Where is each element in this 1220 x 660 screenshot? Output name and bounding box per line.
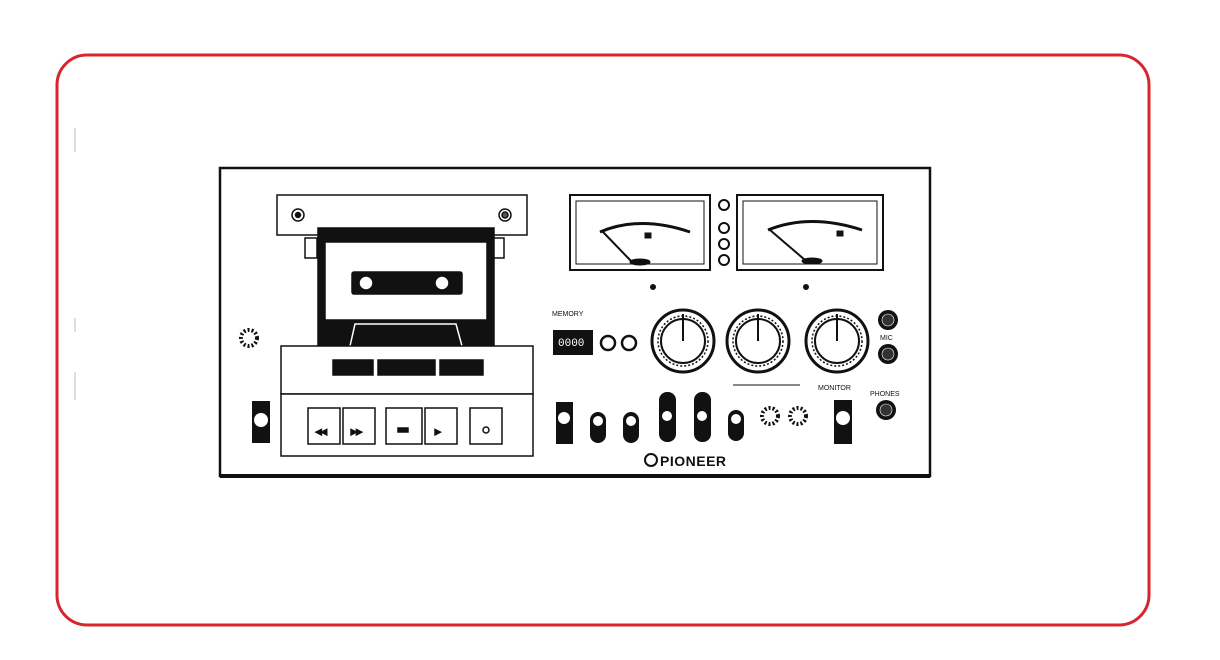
jack-ring (881, 347, 895, 361)
power-switch[interactable] (252, 401, 270, 443)
meter-button[interactable] (718, 222, 730, 234)
tape-select-knob[interactable] (239, 328, 259, 348)
indicator-dot (803, 284, 809, 290)
pioneer-logo: PIONEER (644, 453, 727, 469)
memory-stop-button[interactable] (620, 334, 638, 352)
dolby-switch[interactable] (728, 410, 744, 441)
cassette-tape (317, 227, 495, 347)
tape-counter: 0000 (553, 330, 593, 355)
meter-button[interactable] (718, 238, 730, 250)
jack-ring (879, 403, 893, 417)
bias-knob[interactable] (760, 406, 780, 426)
rewind-button[interactable]: ◀◀ (307, 407, 341, 445)
memory-label: MEMORY (552, 311, 584, 318)
stop-button[interactable] (385, 407, 423, 445)
monitor-switch[interactable] (834, 400, 852, 444)
cassette-compartment (276, 194, 534, 457)
tape-selector-switch[interactable] (694, 392, 711, 442)
transport-buttons: ◀◀ ▶▶ ▶ (307, 407, 503, 445)
input-level-knob-right[interactable] (725, 308, 791, 374)
eq-knob[interactable] (788, 406, 808, 426)
input-level-knob-left[interactable] (650, 308, 716, 374)
counter-value: 0000 (558, 338, 584, 350)
vu-meter-right (736, 194, 884, 271)
brand-name: PIONEER (660, 453, 727, 469)
meter-mode-buttons (718, 199, 730, 266)
svg-text:▶: ▶ (435, 429, 441, 436)
jack-ring (881, 313, 895, 327)
toggle-switch[interactable] (590, 412, 606, 443)
play-button[interactable]: ▶ (424, 407, 458, 445)
mic-label: MIC (880, 335, 893, 342)
indicator-dot (650, 284, 656, 290)
counter-reset-button[interactable] (599, 334, 617, 352)
toggle-switch[interactable] (623, 412, 639, 443)
peak-hold-button[interactable] (718, 199, 730, 211)
output-level-knob[interactable] (804, 308, 870, 374)
fast-forward-button[interactable]: ▶▶ (342, 407, 376, 445)
monitor-label: MONITOR (818, 385, 851, 392)
tape-selector-switch[interactable] (659, 392, 676, 442)
svg-text:◀◀: ◀◀ (316, 429, 327, 436)
phones-label: PHONES (870, 391, 900, 398)
meter-button[interactable] (718, 254, 730, 266)
vu-meter-left (569, 194, 711, 271)
svg-text:▶▶: ▶▶ (351, 429, 362, 436)
red-frame (55, 53, 1151, 627)
timer-switch[interactable] (556, 402, 573, 444)
pause-button[interactable] (469, 407, 503, 445)
